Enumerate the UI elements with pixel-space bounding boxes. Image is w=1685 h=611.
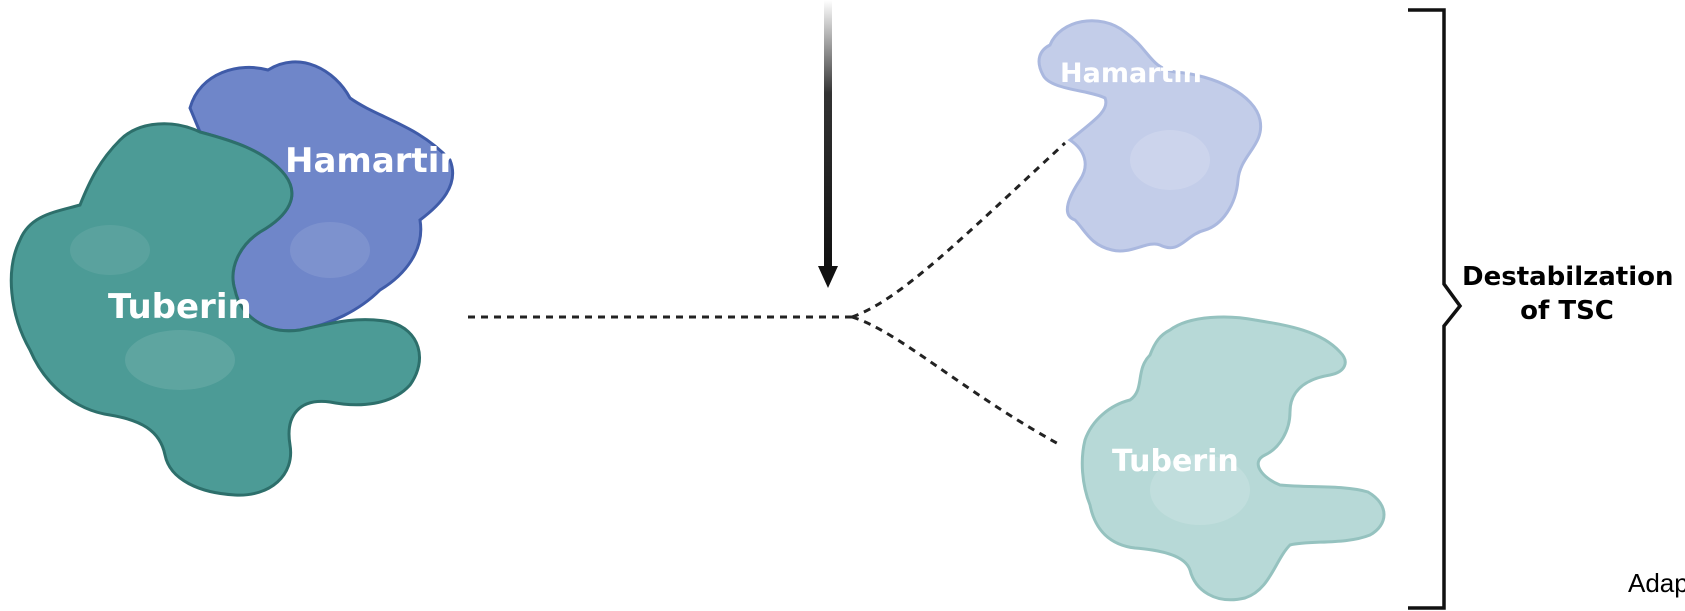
source-credit-text: Adap [1628, 568, 1685, 598]
dotted-line-up [851, 141, 1067, 319]
dissociation-lines [468, 141, 1067, 448]
hamartin-separated: Hamartin [1037, 19, 1263, 253]
tuberin-separated: Tuberin [1080, 315, 1386, 602]
destabilization-label-line1: Destabilzation [1462, 262, 1674, 292]
complex-tuberin-label: Tuberin [108, 287, 252, 327]
grouping-bracket [1408, 8, 1463, 610]
tuberin-texture [70, 225, 150, 275]
destabilization-label: Destabilzation of TSC [1462, 260, 1674, 328]
tuberin-protein-faded [1080, 315, 1386, 602]
dotted-line-down [851, 315, 1063, 448]
complex-hamartin-label: Hamartin [285, 141, 464, 181]
hamartin-protein-faded [1037, 19, 1263, 253]
tuberin-texture [125, 330, 235, 390]
tuberin-faded-texture [1150, 455, 1250, 525]
hamartin-texture [290, 222, 370, 278]
hamartin-faded-texture [1130, 130, 1210, 190]
downward-arrow [818, 0, 838, 288]
tsc-complex: Hamartin Tuberin [9, 60, 464, 497]
separated-tuberin-label: Tuberin [1112, 444, 1239, 479]
tuberin-protein-intact [9, 122, 421, 497]
destabilization-label-line2: of TSC [1520, 296, 1614, 326]
separated-hamartin-label: Hamartin [1060, 58, 1202, 89]
